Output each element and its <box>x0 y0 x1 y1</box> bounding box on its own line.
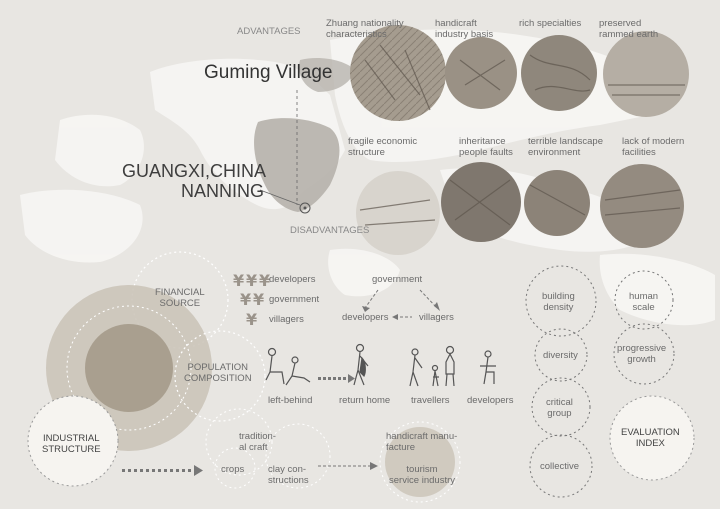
industrial-bubble-inner <box>85 324 173 412</box>
disadvantages-header: DISADVANTAGES <box>290 225 370 236</box>
evaluation-index-label: EVALUATION INDEX <box>621 427 680 449</box>
industry-current: tradition- al craft <box>239 431 276 453</box>
flow-left: developers <box>342 312 389 323</box>
china-north <box>299 58 355 92</box>
evaluation-circles <box>525 265 675 498</box>
evaluation-index-circle <box>609 395 695 481</box>
svg-text:¥: ¥ <box>246 310 257 329</box>
financial-source-item: developers <box>269 274 316 285</box>
disadvantage-item: inheritance people faults <box>459 136 513 158</box>
advantage-item: handicraft industry basis <box>435 18 494 40</box>
evaluation-item: building density <box>542 291 575 313</box>
financial-source-item: villagers <box>269 314 304 325</box>
yen-icon: ¥¥¥ ¥¥ ¥ <box>233 271 270 329</box>
flow-top: government <box>372 274 423 285</box>
disadvantage-item: fragile economic structure <box>348 136 418 158</box>
disadvantage-item: lack of modern facilities <box>622 136 685 158</box>
advantage-item: preserved rammed earth <box>599 18 659 40</box>
evaluation-item: collective <box>540 461 580 472</box>
population-label: POPULATION COMPOSITION <box>184 362 252 384</box>
svg-text:¥: ¥ <box>240 290 251 309</box>
industrial-arrow <box>122 465 203 476</box>
industrial-bubble <box>27 395 119 487</box>
financial-source-label: FINANCIAL SOURCE <box>155 287 205 309</box>
location-line-2: NANNING <box>181 181 265 201</box>
svg-text:¥: ¥ <box>253 290 264 309</box>
population-group: return home <box>339 395 391 406</box>
financial-source-item: government <box>269 294 320 305</box>
industry-current: clay con- structions <box>268 464 309 486</box>
advantages-header: ADVANTAGES <box>237 26 301 37</box>
svg-text:¥: ¥ <box>246 271 257 290</box>
industrial-label: INDUSTRIAL STRUCTURE <box>42 433 101 455</box>
population-group: developers <box>467 395 514 406</box>
evaluation-item: progressive growth <box>617 343 667 365</box>
evaluation-item: diversity <box>543 350 578 361</box>
evaluation-item: human scale <box>629 291 659 313</box>
flow-right: villagers <box>419 312 454 323</box>
population-bubble <box>174 330 266 422</box>
page-title: Guming Village <box>204 62 333 83</box>
person-icon <box>265 343 496 387</box>
svg-text:¥: ¥ <box>233 271 244 290</box>
yen-icon: ¥ <box>259 271 270 290</box>
advantage-item: Zhuang nationality characteristics <box>326 18 404 40</box>
advantage-item: rich specialties <box>519 18 582 29</box>
population-group: travellers <box>411 395 450 406</box>
population-group: left-behind <box>268 395 313 406</box>
location-marker <box>299 202 311 214</box>
industry-current: crops <box>221 464 245 475</box>
industry-future: handicraft manu- facture <box>386 431 458 453</box>
evaluation-item: critical group <box>546 397 573 419</box>
industry-future: tourism service industry <box>389 464 455 486</box>
location-line-1: GUANGXI,CHINA <box>122 161 267 181</box>
china-region <box>254 118 340 212</box>
disadvantage-item: terrible landscape environment <box>528 136 603 158</box>
